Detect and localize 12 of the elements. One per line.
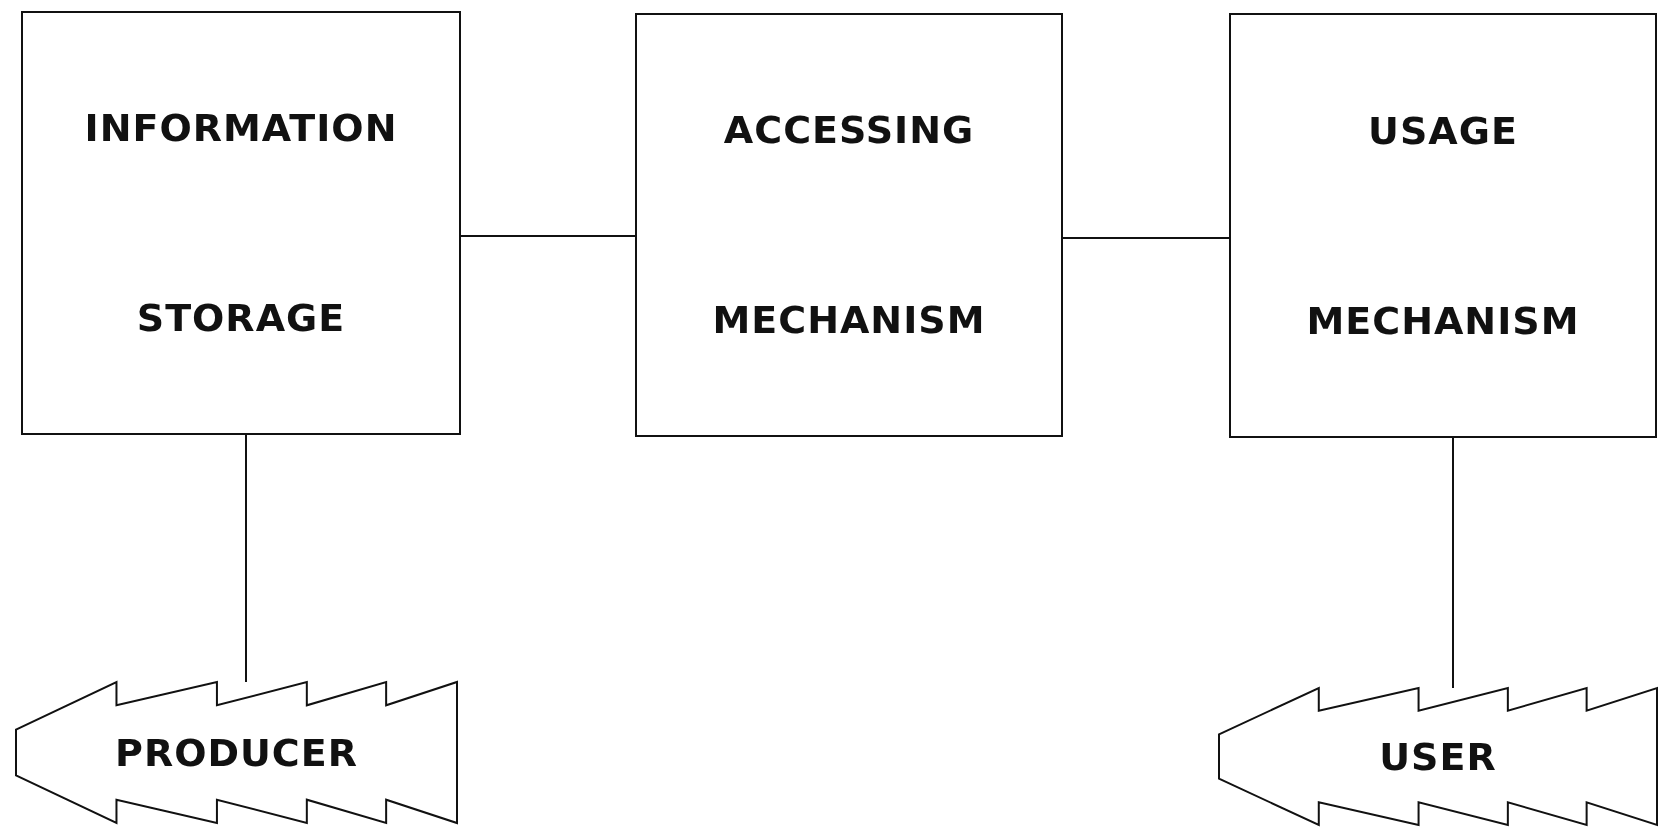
node-label: USER <box>1379 734 1497 779</box>
process-box <box>21 11 461 435</box>
process-box <box>635 13 1063 437</box>
connector-line <box>1452 437 1454 689</box>
connector-line <box>245 434 247 683</box>
connector-line <box>1062 237 1230 239</box>
node-label: USAGE MECHANISM <box>1306 107 1580 345</box>
node-label: INFORMATION STORAGE <box>84 105 398 342</box>
connector-line <box>460 235 636 237</box>
process-box <box>1229 13 1657 438</box>
node-label: PRODUCER <box>115 730 358 775</box>
node-label: ACCESSING MECHANISM <box>712 107 986 344</box>
